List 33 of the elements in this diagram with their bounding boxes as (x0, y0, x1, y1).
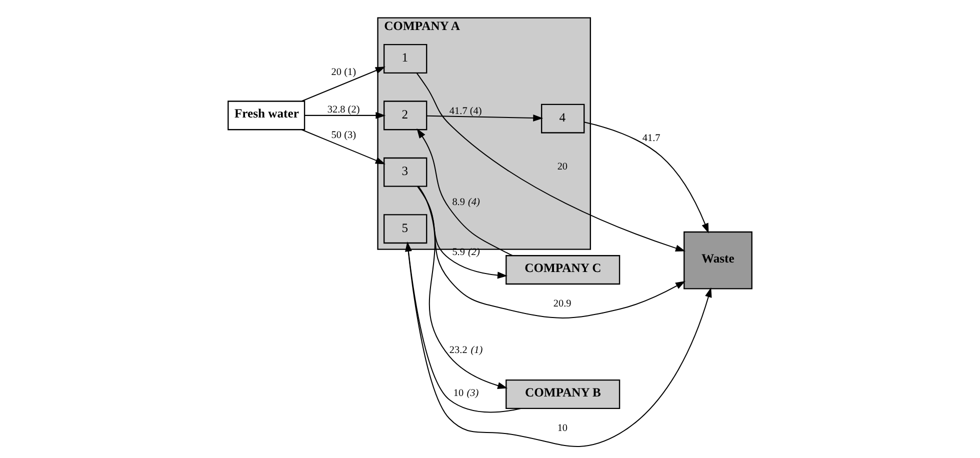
edge-label: 10 (3) (453, 388, 479, 400)
arrow (416, 72, 686, 252)
edge-label: 20 (557, 161, 568, 172)
edge-label: 50 (3) (331, 130, 356, 141)
edge-label: 23.2 (1) (449, 344, 483, 356)
edge-label: 10 (557, 422, 568, 434)
edge-label: 5.9 (2) (452, 247, 480, 258)
edge-label: 41.7 (642, 132, 660, 144)
node-box: 3 (384, 157, 428, 187)
node-box: Waste (684, 231, 752, 290)
edge-label: 32.8 (2) (327, 104, 360, 116)
edge-label: 20 (1) (331, 66, 356, 78)
edge-label: 41.7 (4) (449, 106, 482, 118)
node-box: Fresh water (228, 100, 306, 130)
node-box: COMPANY B (506, 379, 620, 409)
arrow (426, 114, 544, 122)
arrow (416, 128, 513, 256)
arrow (302, 129, 386, 164)
arrow (405, 242, 521, 413)
node-box: 4 (541, 104, 585, 134)
arrow (418, 186, 508, 389)
node-box: 1 (384, 44, 428, 74)
edge-label: 8.9 (4) (452, 196, 480, 208)
node-box: 2 (384, 100, 428, 130)
arrow (406, 243, 712, 447)
node-box: COMPANY C (506, 255, 620, 285)
arrow (418, 186, 686, 318)
arrow (304, 112, 386, 119)
arrow (584, 122, 709, 234)
node-box: 5 (384, 214, 428, 244)
arrow (302, 66, 386, 102)
edge-label: 20.9 (553, 298, 572, 310)
arrow (417, 186, 508, 279)
